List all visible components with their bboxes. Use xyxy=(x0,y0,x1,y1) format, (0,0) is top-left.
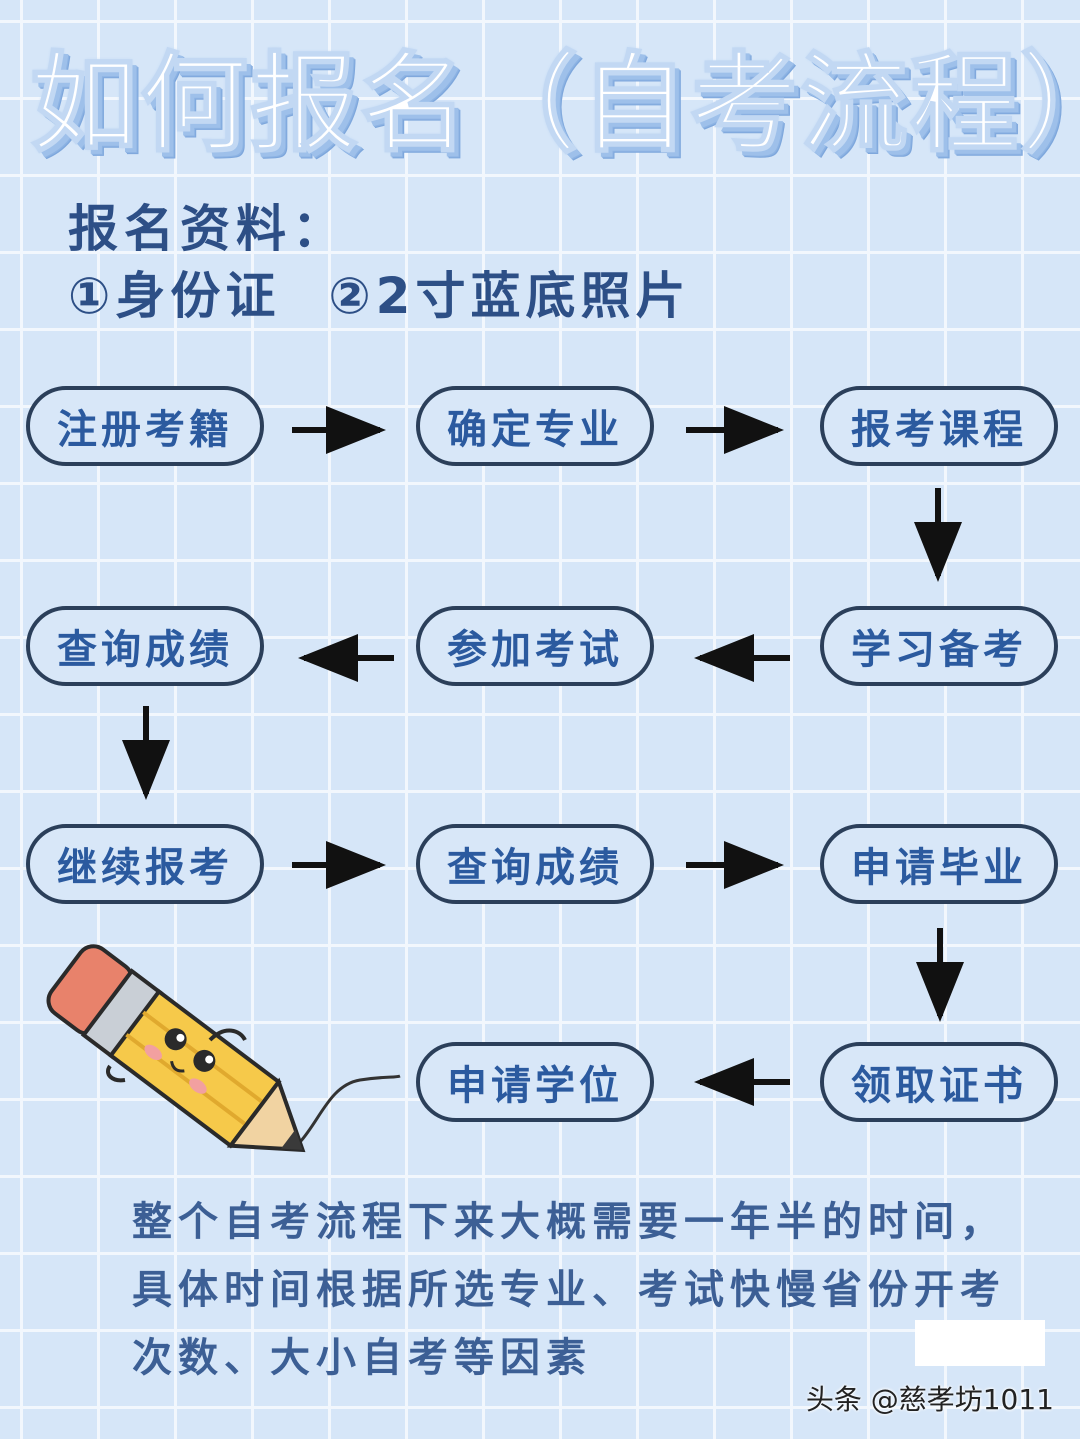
footer-description: 整个自考流程下来大概需要一年半的时间，具体时间根据所选专业、考试快慢省份开考次数… xyxy=(132,1198,1006,1381)
step-take-exam: 参加考试 xyxy=(416,606,654,686)
material-id-card: ①身份证 xyxy=(68,267,281,325)
step-receive-certificate: 领取证书 xyxy=(820,1042,1058,1122)
materials-list: ①身份证 ②2寸蓝底照片 xyxy=(68,265,690,327)
step-apply-degree: 申请学位 xyxy=(416,1042,654,1122)
step-study: 学习备考 xyxy=(820,606,1058,686)
materials-label: 报名资料： xyxy=(68,200,348,258)
step-apply-graduation: 申请毕业 xyxy=(820,824,1058,904)
step-enroll-courses: 报考课程 xyxy=(820,386,1058,466)
step-register: 注册考籍 xyxy=(26,386,264,466)
step-check-scores-1: 查询成绩 xyxy=(26,606,264,686)
page-title: 如何报名（自考流程） xyxy=(29,41,1080,168)
material-photo: ②2寸蓝底照片 xyxy=(328,267,691,325)
step-check-scores-2: 查询成绩 xyxy=(416,824,654,904)
footer-mask xyxy=(915,1320,1045,1366)
watermark: 头条 @慈孝坊1011 xyxy=(805,1383,1054,1416)
step-continue-enroll: 继续报考 xyxy=(26,824,264,904)
step-choose-major: 确定专业 xyxy=(416,386,654,466)
